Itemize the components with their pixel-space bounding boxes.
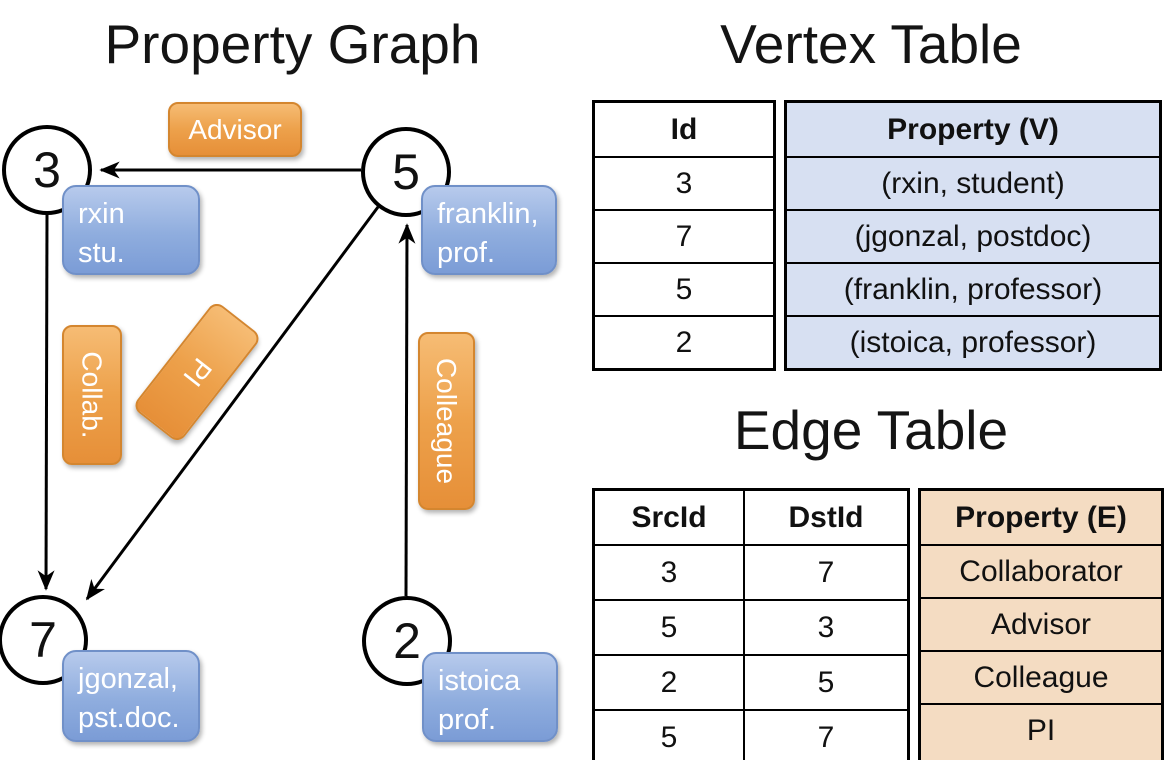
edge-label-advisor: Advisor [168,102,302,157]
vertex-property-line: prof. [438,704,497,737]
vertex-table-property-cell: (istoica, professor) [787,315,1159,368]
graph-edges [37,161,416,601]
table-column-gap [910,488,918,760]
edge-5-to-7 [85,206,380,601]
edge-2-to-5 [398,223,416,597]
edge-table-header-dstid: DstId [743,491,907,544]
property-graph-title: Property Graph [104,13,481,75]
edge-table-title: Edge Table [733,399,1009,461]
vertex-table-header-id: Id [670,112,698,146]
edge-table-property-cell: PI [921,703,1161,756]
edge-table-dst-cell: 7 [743,711,907,760]
vertex-property-box-7: jgonzal, pst.doc. [62,650,200,742]
vertex-table-title: Vertex Table [720,13,1022,75]
vertex-property-line: pst.doc. [78,702,180,735]
vertex-table-property-cell: (rxin, student) [787,156,1159,209]
vertex-property-line: stu. [78,237,125,270]
vertex-table-id-cell: 2 [595,315,773,368]
edge-table-row: 5 3 [595,599,907,654]
edge-table-dst-cell: 7 [743,546,907,599]
vertex-table-header-property: Property (V) [887,112,1059,146]
vertex-property-line: franklin, [437,198,539,230]
edge-label-collaborator: Collab. [62,325,122,465]
vertex-table-id-cell: 7 [595,209,773,262]
vertex-property-box-5: franklin, prof. [421,185,557,275]
edge-table-header-srcid: SrcId [631,500,707,534]
vertex-property-line: rxin [78,198,125,230]
edge-table-src-cell: 2 [660,665,678,699]
vertex-property-line: jgonzal, [78,663,178,695]
edge-table-row: 2 5 [595,654,907,709]
vertex-table-property-cell: (jgonzal, postdoc) [787,209,1159,262]
edge-table-property-column: Property (E) Collaborator Advisor Collea… [918,488,1164,760]
edge-table-property-cell: Collaborator [921,544,1161,597]
edge-3-to-7 [37,213,55,591]
edge-label-text: Collab. [77,351,109,439]
edge-table-src-cell: 3 [660,555,678,589]
edge-table-header-row: SrcId DstId [595,491,907,544]
vertex-table: Id 3 7 5 2 Property (V) (rxin, student) … [592,100,1162,371]
vertex-property-line: istoica [438,665,521,697]
edge-table-row: 5 7 [595,709,907,760]
vertex-table-id-column: Id 3 7 5 2 [592,100,776,371]
vertex-table-id-cell: 3 [595,156,773,209]
edge-label-text: Colleague [431,357,463,485]
vertex-table-property-column: Property (V) (rxin, student) (jgonzal, p… [784,100,1162,371]
edge-table-header-property: Property (E) [955,500,1127,534]
edge-table-id-columns: SrcId DstId 3 7 5 3 2 5 5 7 [592,488,910,760]
edge-label-text: Advisor [188,113,282,145]
vertex-table-property-cell: (franklin, professor) [787,262,1159,315]
vertex-node-5: 5 [361,127,451,217]
edge-label-colleague: Colleague [418,332,475,510]
edge-table-dst-cell: 3 [743,601,907,654]
table-column-gap [776,100,784,371]
vertex-property-line: prof. [437,237,496,270]
vertex-property-box-2: istoica prof. [422,652,558,742]
vertex-node-2: 2 [362,596,452,686]
edge-table-property-cell: Advisor [921,597,1161,650]
vertex-property-box-3: rxin stu. [62,185,200,275]
edge-table-dst-cell: 5 [743,656,907,709]
edge-table: SrcId DstId 3 7 5 3 2 5 5 7 Property (E) [592,488,1164,760]
edge-table-property-cell: Colleague [921,650,1161,703]
edge-table-src-cell: 5 [660,720,678,754]
edge-table-row: 3 7 [595,544,907,599]
vertex-table-id-cell: 5 [595,262,773,315]
edge-label-text: PI [177,352,218,393]
edge-table-src-cell: 5 [660,610,678,644]
